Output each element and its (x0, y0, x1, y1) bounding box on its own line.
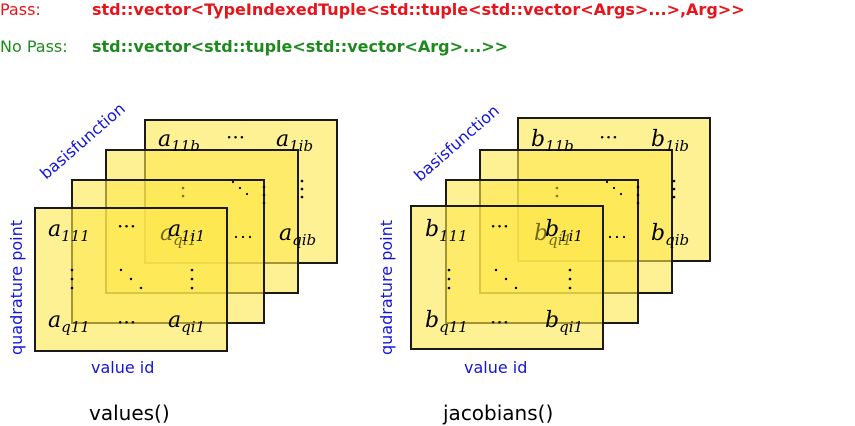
top-hdots: ··· (226, 125, 245, 149)
entry-front-top-left: b111 (425, 217, 468, 245)
axis-value-id: value id (464, 358, 527, 377)
entry-front-bottom-right: aqi1 (168, 308, 205, 336)
entry-top-last: b1ib (651, 127, 689, 155)
entry-front-bottom-left: aq11 (48, 308, 90, 336)
caption-values: values() (89, 401, 170, 425)
front-hdots-top: ··· (117, 214, 136, 238)
caption-jacobians: jacobians() (442, 401, 553, 425)
entry-front-top-right: a1i1 (168, 217, 205, 245)
entry-back-bottom-right: bqib (651, 221, 689, 249)
entry-middle-faded: bqi1 (534, 221, 572, 249)
pass-type-signature: std::vector<TypeIndexedTuple<std::tuple<… (92, 0, 745, 19)
values-diagram: a11b ··· a1ib aqib aqi1 a111 ··· a1i1 aq… (7, 99, 338, 425)
entry-front-top-left: a111 (48, 217, 90, 245)
nopass-type-signature: std::vector<std::tuple<std::vector<Arg>.… (92, 37, 509, 56)
entry-top-first: b11b (531, 127, 574, 155)
axis-quadrature-point: quadrature point (7, 220, 26, 355)
entry-top-last: a1ib (276, 127, 313, 155)
entry-front-bottom-left: bq11 (425, 308, 468, 336)
front-hdots-bottom: ··· (490, 310, 509, 334)
axis-value-id: value id (91, 358, 154, 377)
card-front (410, 205, 604, 350)
front-hdots-top: ··· (490, 214, 509, 238)
top-hdots: ··· (599, 125, 618, 149)
axis-quadrature-point: quadrature point (377, 220, 396, 355)
entry-top-first: a11b (158, 127, 200, 155)
entry-back-bottom-right: aqib (279, 221, 316, 249)
pass-label: Pass: (0, 0, 41, 19)
front-hdots-bottom: ··· (117, 310, 136, 334)
front-vdots-ddots (70, 268, 194, 290)
entry-middle-faded: aqi1 (160, 221, 197, 249)
jacobians-diagram: b11b ··· b1ib bqib bqi1 b111 ··· b1i1 bq… (377, 101, 711, 425)
entry-front-bottom-right: bqi1 (545, 308, 583, 336)
entry-front-top-right: b1i1 (545, 217, 583, 245)
back-vdots (555, 179, 676, 239)
nopass-label: No Pass: (0, 37, 68, 56)
back-vdots (181, 179, 304, 239)
front-vdots-ddots (447, 268, 572, 290)
